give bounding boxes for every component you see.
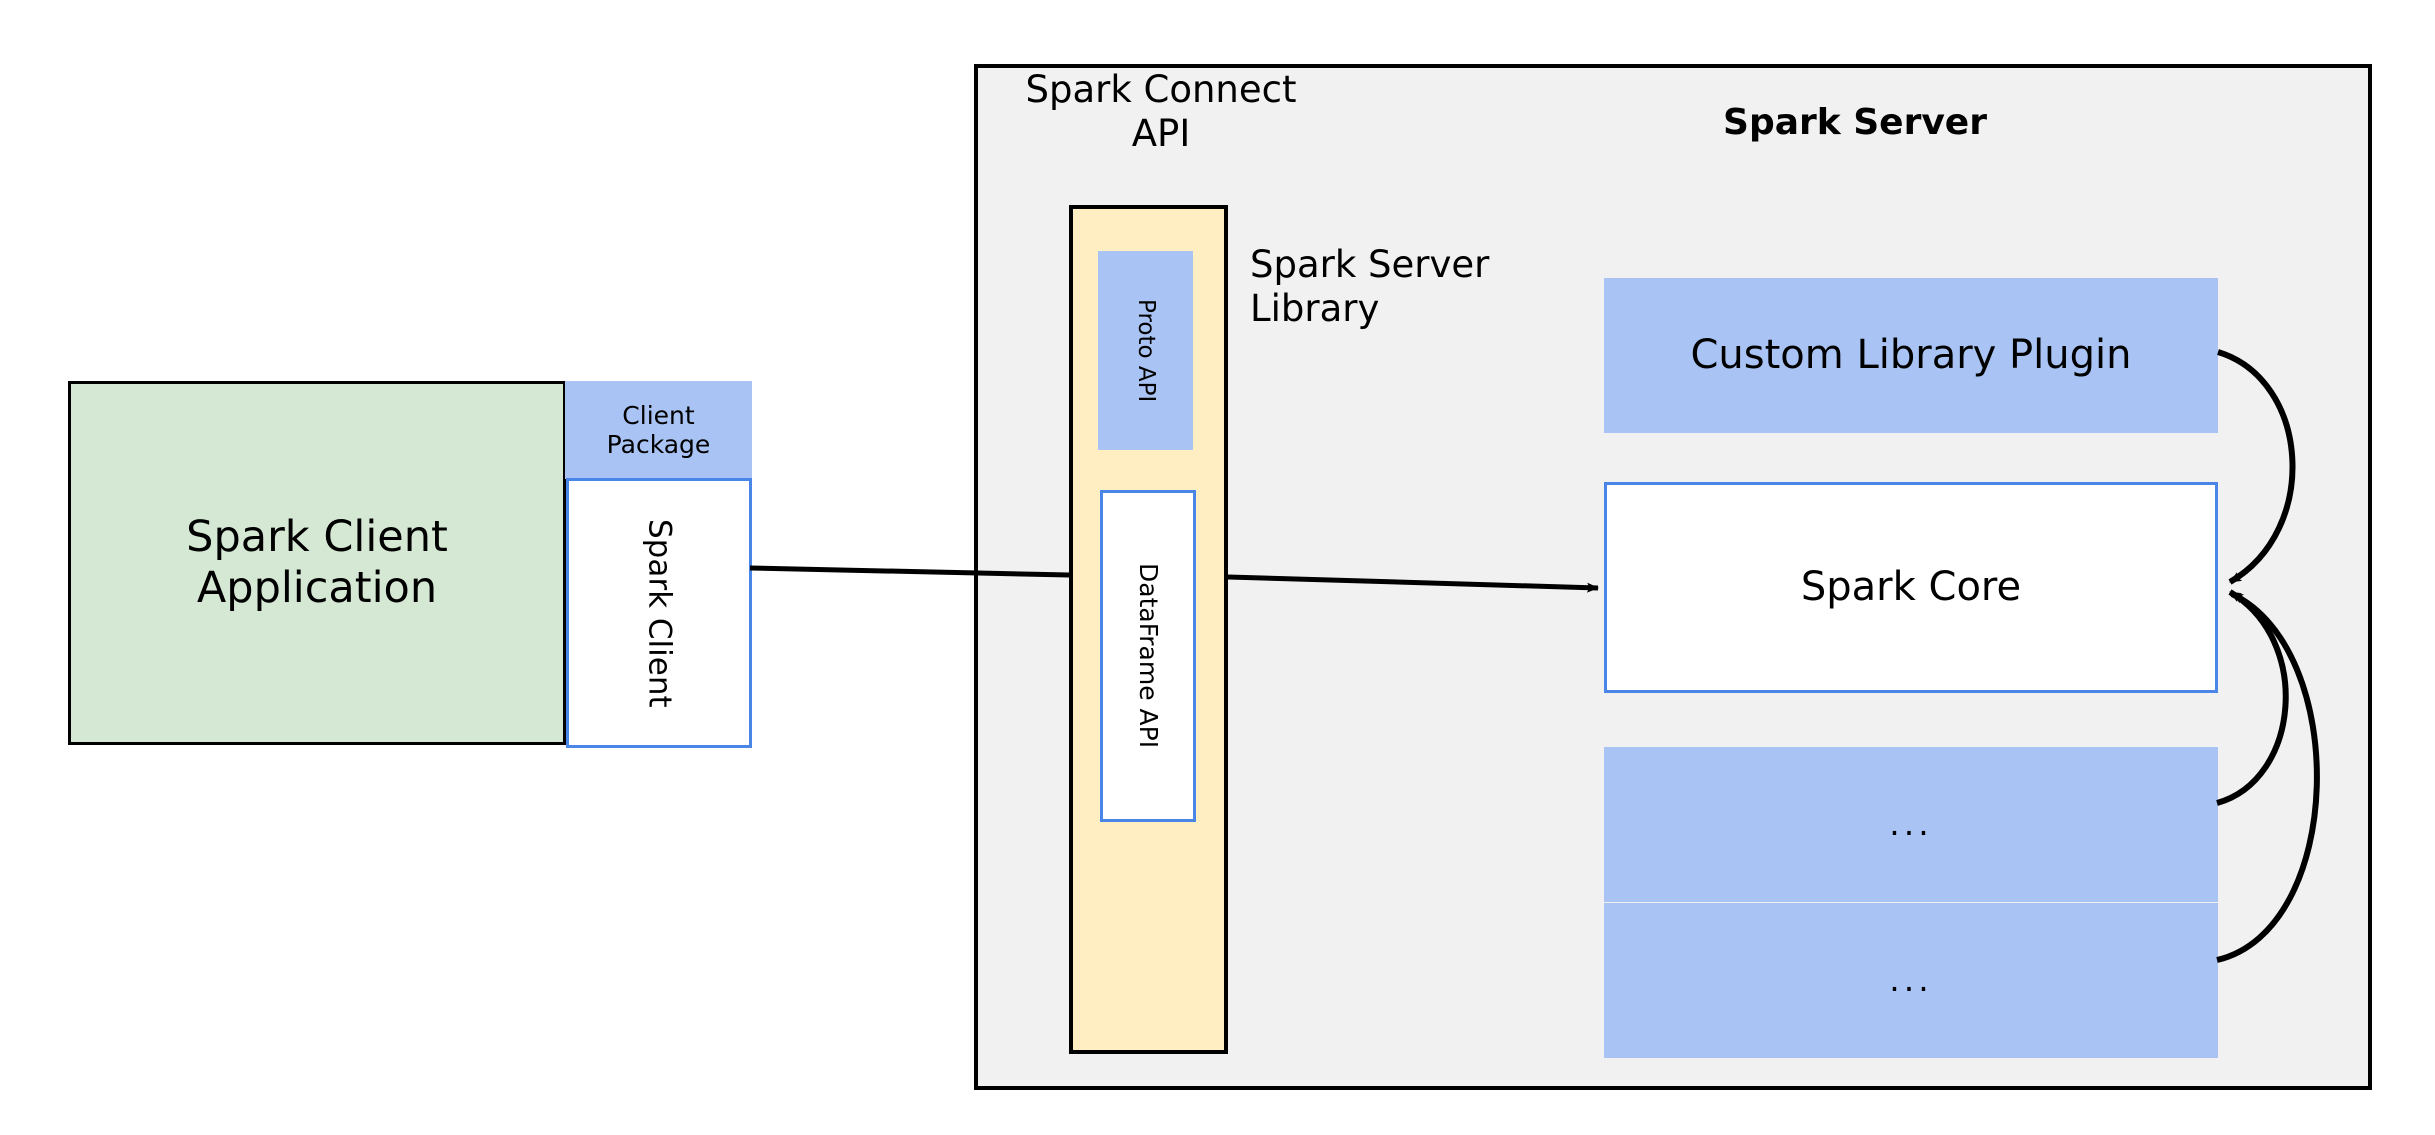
spark-connect-api-label-line1: Spark Connect <box>1025 68 1297 111</box>
client-package-label-line2: Package <box>606 430 711 459</box>
spark-client-application-label-line2: Application <box>196 563 438 613</box>
dataframe-api-label: DataFrame API <box>1133 563 1163 749</box>
spark-core-label: Spark Core <box>1800 563 2022 610</box>
custom-library-plugin-box: Custom Library Plugin <box>1604 278 2218 433</box>
spark-connect-api-label: Spark Connect API <box>1016 68 1306 168</box>
spark-client-application-label-line1: Spark Client <box>186 512 448 563</box>
custom-library-plugin-label: Custom Library Plugin <box>1690 331 2132 378</box>
spark-server-library-label-line1: Spark Server <box>1250 243 1490 286</box>
spark-server-library-label-line2: Library <box>1250 286 1380 330</box>
dataframe-api-box: DataFrame API <box>1100 490 1196 822</box>
proto-api-label: Proto API <box>1133 298 1160 403</box>
ellipsis-box-2-label: ... <box>1889 960 1933 1000</box>
spark-core-box: Spark Core <box>1604 482 2218 693</box>
client-package-box: Client Package <box>565 381 752 479</box>
spark-client-box: Spark Client <box>566 478 752 748</box>
client-package-label-line1: Client <box>622 400 695 430</box>
spark-connect-api-label-line2: API <box>1131 111 1191 155</box>
ellipsis-box-1-label: ... <box>1889 804 1933 844</box>
spark-server-title: Spark Server <box>1723 101 1987 143</box>
spark-client-label: Spark Client <box>641 518 678 708</box>
spark-client-application-box: Spark Client Application <box>68 381 566 745</box>
ellipsis-box-2: ... <box>1604 903 2218 1058</box>
proto-api-box: Proto API <box>1098 251 1193 450</box>
spark-server-library-label: Spark Server Library <box>1250 243 1550 343</box>
ellipsis-box-1: ... <box>1604 747 2218 902</box>
